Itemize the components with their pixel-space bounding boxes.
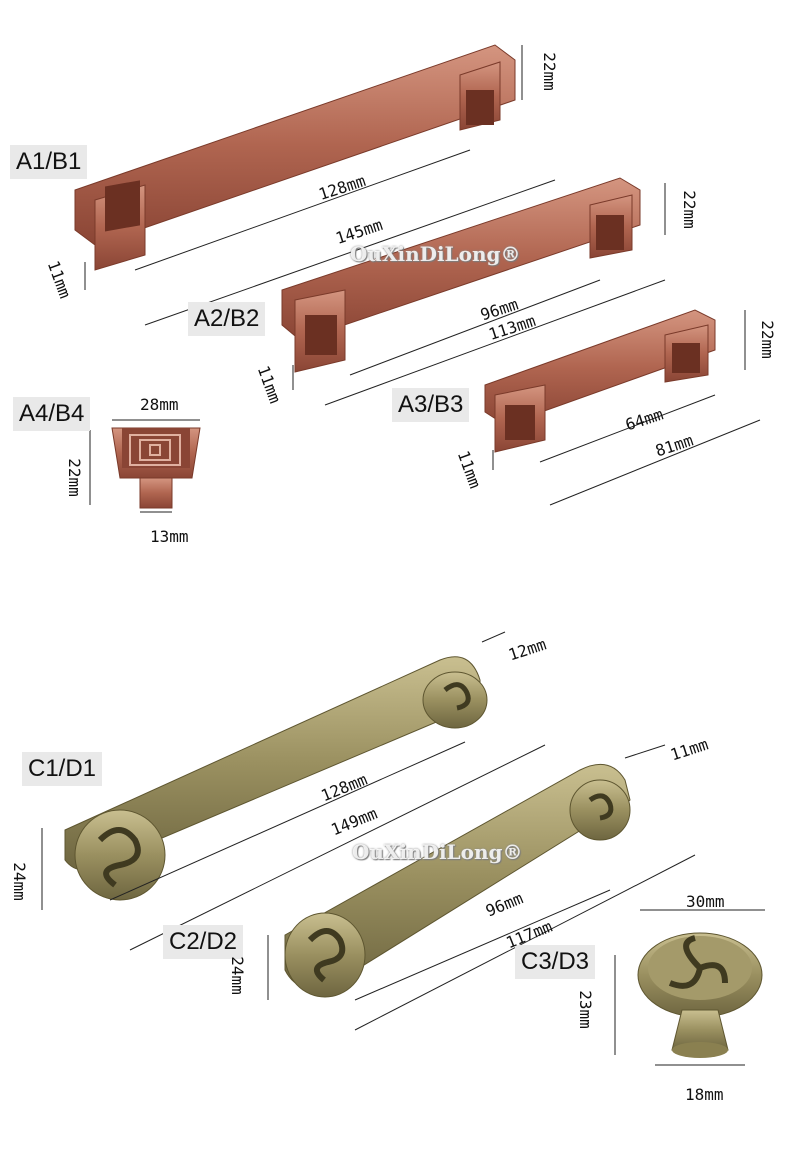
handle-a1	[74, 44, 516, 271]
a1-height: 22mm	[539, 52, 559, 91]
label-c1: C1/D1	[22, 752, 103, 786]
knob-c3	[637, 932, 763, 1058]
handle-c2	[284, 763, 631, 998]
label-c3: C3/D3	[515, 945, 596, 979]
label-c2: C2/D2	[163, 925, 244, 959]
c2-height: 24mm	[227, 956, 247, 995]
label-a4: A4/B4	[13, 397, 91, 431]
c3-top: 30mm	[686, 892, 725, 911]
label-a3: A3/B3	[392, 388, 470, 422]
label-a1: A1/B1	[10, 145, 88, 179]
watermark: OuXinDiLong®	[352, 840, 523, 864]
a4-height: 22mm	[64, 458, 84, 497]
c3-height: 23mm	[575, 990, 595, 1029]
handle-a2	[281, 177, 641, 373]
a4-top: 28mm	[140, 395, 179, 414]
c3-base: 18mm	[685, 1085, 724, 1104]
a4-base: 13mm	[150, 527, 189, 546]
label-a2: A2/B2	[188, 302, 266, 336]
dimension-lines	[41, 45, 765, 1066]
a2-height: 22mm	[679, 190, 699, 229]
watermark: OuXinDiLong®	[350, 242, 521, 266]
handle-c1	[64, 656, 488, 901]
handle-a3	[484, 309, 716, 453]
a3-height: 22mm	[757, 320, 777, 359]
knob-a4	[111, 427, 201, 509]
c1-height: 24mm	[9, 862, 29, 901]
